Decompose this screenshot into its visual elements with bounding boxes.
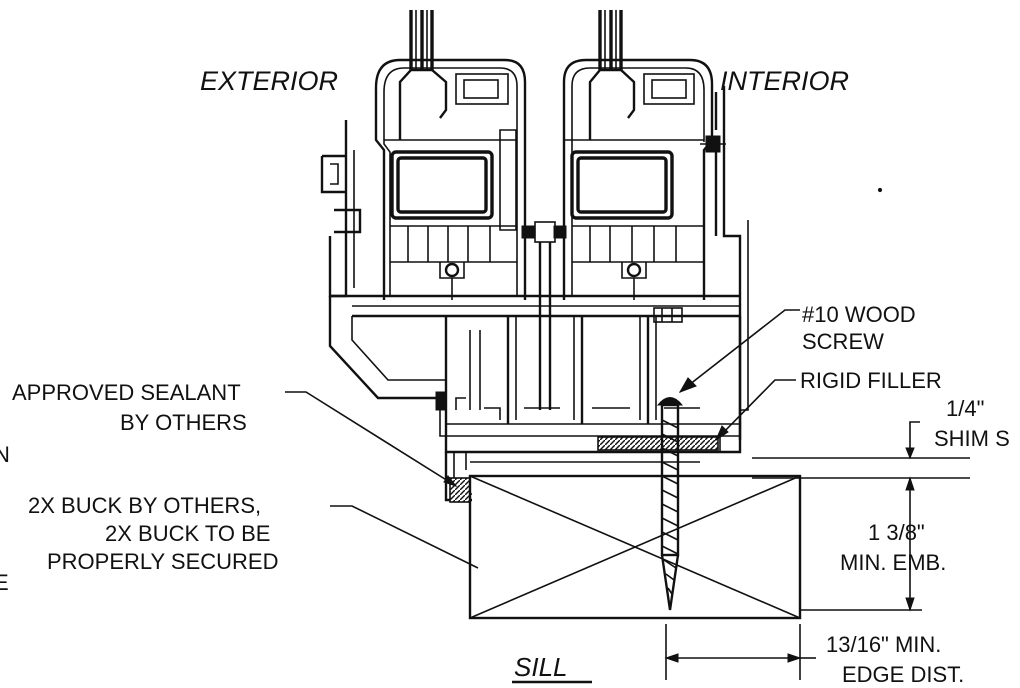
rigid-filler-label: RIGID FILLER: [800, 368, 942, 393]
interior-sash: [562, 10, 726, 300]
leader-lines: [285, 309, 970, 680]
buck-label-1: 2X BUCK BY OTHERS,: [28, 493, 261, 518]
sill-title: SILL: [514, 652, 568, 682]
rigid-filler: [597, 436, 719, 451]
buck-label-3: PROPERLY SECURED: [47, 549, 278, 574]
shim-label-2: SHIM S: [934, 426, 1010, 451]
wood-screw-label-2: SCREW: [802, 329, 884, 354]
sealant-label-1: APPROVED SEALANT: [12, 380, 241, 405]
embedment-label-2: MIN. EMB.: [840, 550, 946, 575]
cut-off-letter-n: N: [0, 442, 10, 467]
edge-distance-label-2: EDGE DIST.: [842, 662, 964, 687]
wood-screw-label-1: #10 WOOD: [802, 302, 916, 327]
interior-label: INTERIOR: [720, 66, 849, 96]
exterior-sash: [374, 10, 527, 300]
cut-off-letter-e: E: [0, 570, 9, 595]
buck-label-2: 2X BUCK TO BE: [105, 521, 270, 546]
embedment-label-1: 1 3/8": [868, 520, 925, 545]
stray-dot: [877, 187, 883, 193]
sealant-label-2: BY OTHERS: [120, 410, 247, 435]
wood-screw: [656, 397, 684, 611]
exterior-label: EXTERIOR: [200, 66, 338, 96]
buck-2x: [468, 474, 802, 620]
shim-label-1: 1/4": [946, 396, 984, 421]
window-frame: [320, 86, 749, 502]
edge-distance-label-1: 13/16" MIN.: [826, 632, 941, 657]
